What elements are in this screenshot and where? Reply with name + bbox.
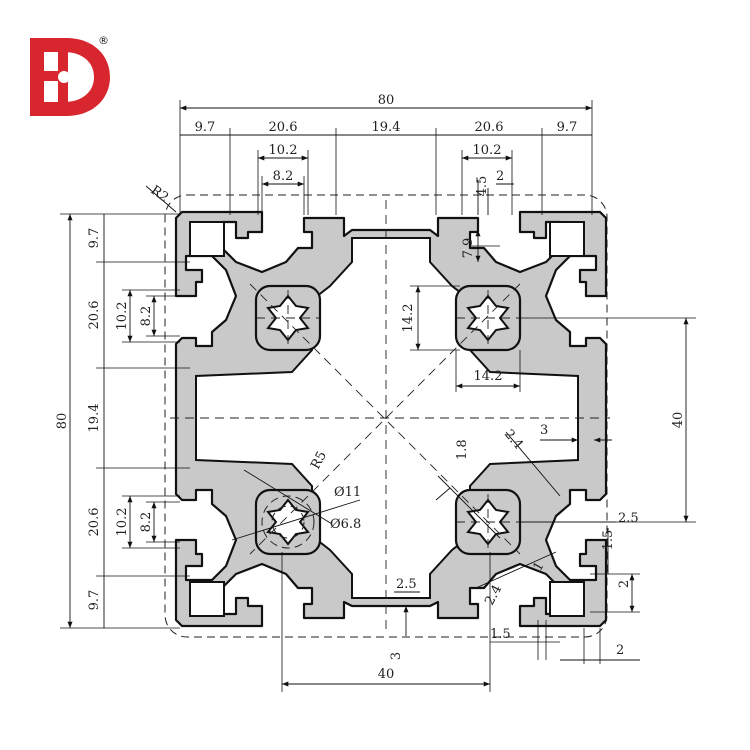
- dim-core-radius: R5: [308, 449, 330, 472]
- dim-bottom-offset-3: 2: [616, 643, 624, 658]
- dim-corner-radius: R2: [148, 183, 171, 206]
- pocket-bottom-left: [189, 581, 225, 617]
- dim-right-offset-3: 2: [617, 580, 632, 588]
- dim-left-seg-4: 20.6: [87, 508, 102, 537]
- logo-h-bar: [30, 71, 66, 81]
- dim-center-spacing-vertical: 40: [671, 412, 686, 429]
- right-dimensions: 2.5 1.5 2: [520, 511, 640, 613]
- dim-bottom-wall: 3: [389, 652, 404, 660]
- logo-d-shape: [30, 38, 110, 116]
- dim-left-overall-height: 80: [55, 413, 70, 430]
- dim-bottom-spacing: 40: [378, 667, 395, 682]
- pocket-top-right: [549, 221, 585, 257]
- dim-slot-lip-depth: 4.5: [475, 176, 490, 197]
- dim-slot-right-outer: 10.2: [473, 143, 502, 158]
- registered-mark: ®: [98, 34, 109, 47]
- dim-left-seg-3: 19.4: [87, 404, 102, 433]
- logo-eye: [58, 71, 70, 83]
- dim-top-seg-4: 20.6: [475, 120, 504, 135]
- dim-slot-lip-width: 2: [496, 169, 504, 184]
- dim-bottom-offset-2: 1.5: [490, 627, 511, 642]
- dim-top-seg-5: 9.7: [557, 120, 578, 135]
- bore-inner-circle: [271, 505, 305, 539]
- dim-left-seg-1: 9.7: [87, 228, 102, 249]
- dim-top-seg-2: 20.6: [269, 120, 298, 135]
- pocket-top-left: [189, 221, 225, 257]
- dim-bore-outer: Ø11: [334, 485, 361, 500]
- dim-left-seg-5: 9.7: [87, 590, 102, 611]
- dim-top-seg-3: 19.4: [372, 120, 401, 135]
- dim-slot-opening-outer: 10.2: [269, 143, 298, 158]
- dim-right-offset-2: 1.5: [601, 530, 616, 551]
- dim-top-seg-1: 9.7: [195, 120, 216, 135]
- brand-logo: ®: [30, 34, 110, 116]
- bore-outer-circle: [261, 495, 315, 549]
- dim-diagonal-rib-1: 1.8: [455, 439, 470, 460]
- dim-slot-depth: 7.9: [461, 238, 476, 259]
- dim-bore-inner: Ø6.8: [330, 517, 361, 532]
- dim-wall-thickness-side: 3: [540, 423, 548, 438]
- dim-left-slot-inner-upper: 8.2: [139, 306, 154, 327]
- dim-right-offset-1: 2.5: [618, 511, 639, 526]
- dim-left-slot-outer-lower: 10.2: [115, 508, 130, 537]
- dim-left-slot-outer-upper: 10.2: [115, 302, 130, 331]
- bottom-dimensions: 2.5 3 1.5 2 40: [281, 552, 640, 692]
- dim-core-height: 14.2: [401, 304, 416, 333]
- pocket-bottom-right: [549, 581, 585, 617]
- dim-core-width: 14.2: [474, 369, 503, 384]
- core-bottom-left: [254, 488, 322, 556]
- dim-slot-opening-inner: 8.2: [273, 169, 294, 184]
- dim-left-slot-inner-lower: 8.2: [139, 512, 154, 533]
- left-dimensions: 80 9.7 20.6 19.4 20.6 9.7 10.2 8.2 10.2 …: [55, 213, 190, 629]
- dim-overall-width: 80: [378, 93, 395, 108]
- center-lines: [170, 200, 610, 635]
- dim-bottom-offset-1: 2.5: [396, 577, 417, 592]
- dim-left-seg-2: 20.6: [87, 301, 102, 330]
- top-dimensions: 80 9.7 20.6 19.4 20.6 9.7 10.2 8.2 10.2 …: [145, 93, 593, 262]
